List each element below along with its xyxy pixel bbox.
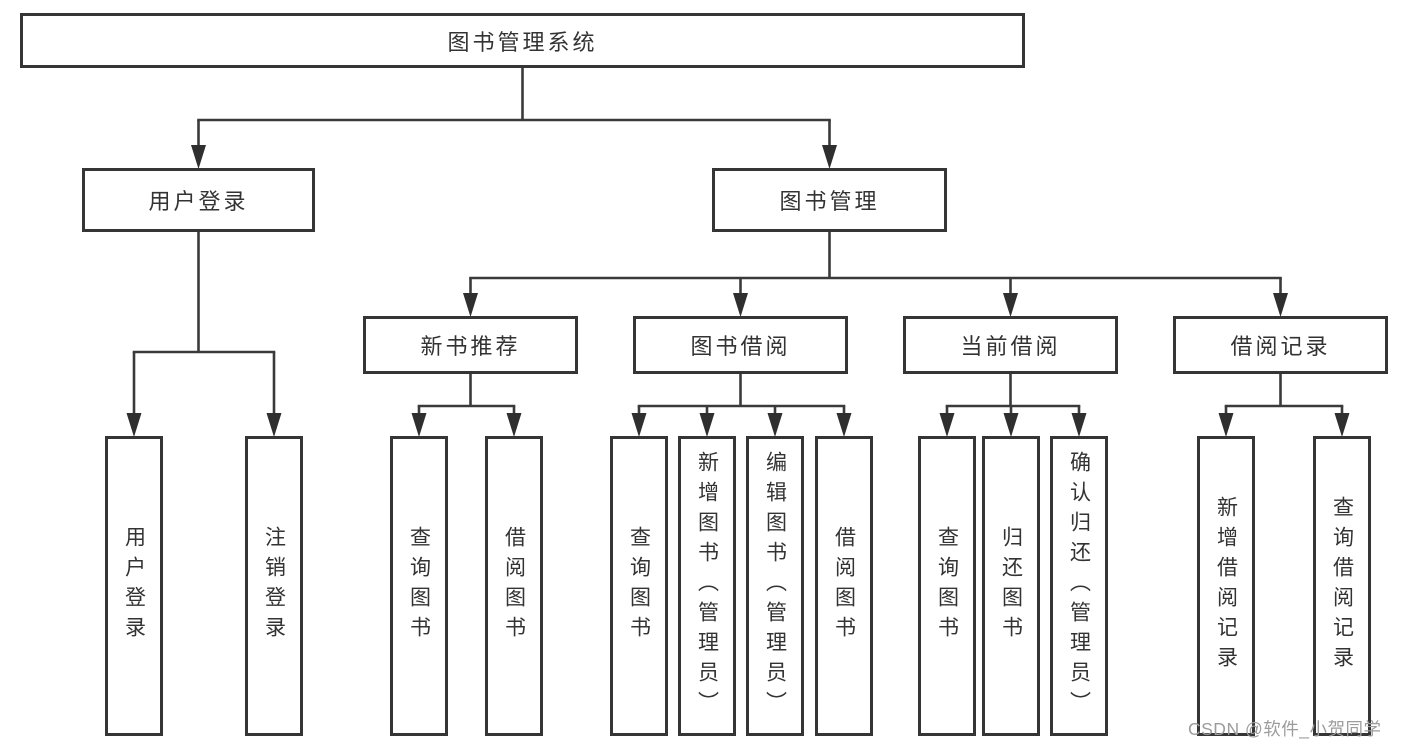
arrowhead-icon (767, 413, 783, 437)
node-rec-label: 新书推荐 (420, 334, 521, 359)
node-rec-borrow: 借阅图书 (485, 436, 543, 736)
node-current-query: 查询图书 (918, 436, 976, 736)
arrowhead-icon (699, 413, 715, 437)
arrowhead-icon (506, 413, 522, 437)
node-borrow: 图书借阅 (633, 316, 848, 374)
node-borrow-query-label: 查询图书 (627, 526, 651, 646)
node-records-add-label: 新增借阅记录 (1214, 496, 1238, 676)
arrowhead-icon (126, 413, 142, 437)
node-rec-query-label: 查询图书 (407, 526, 431, 646)
node-current-return: 归还图书 (982, 436, 1040, 736)
node-rec-query: 查询图书 (390, 436, 448, 736)
node-records-label: 借阅记录 (1230, 334, 1331, 359)
arrowhead-icon (411, 413, 427, 437)
node-current-confirm: 确认归还（管理员） (1050, 436, 1108, 736)
node-login: 用户登录 (82, 168, 315, 232)
node-borrow-edit-label: 编辑图书（管理员） (763, 451, 787, 721)
node-login-logout: 注销登录 (245, 436, 303, 736)
arrowhead-icon (631, 413, 647, 437)
node-root-label: 图书管理系统 (447, 29, 598, 55)
node-rec-borrow-label: 借阅图书 (502, 526, 526, 646)
node-borrow-borrow: 借阅图书 (815, 436, 873, 736)
node-borrow-add: 新增图书（管理员） (678, 436, 736, 736)
node-login-label: 用户登录 (148, 189, 249, 214)
node-login-logout-label: 注销登录 (262, 526, 286, 646)
arrowhead-icon (463, 293, 478, 317)
arrowhead-icon (1334, 413, 1350, 437)
arrowhead-icon (1003, 293, 1018, 317)
node-current-query-label: 查询图书 (935, 526, 959, 646)
node-borrow-borrow-label: 借阅图书 (832, 526, 856, 646)
node-root: 图书管理系统 (20, 13, 1025, 68)
arrowhead-icon (822, 145, 837, 169)
node-borrow-label: 图书借阅 (690, 334, 791, 359)
arrowhead-icon (939, 413, 955, 437)
node-current: 当前借阅 (903, 316, 1118, 374)
node-records-add: 新增借阅记录 (1197, 436, 1255, 736)
arrowhead-icon (733, 293, 748, 317)
node-login-user: 用户登录 (105, 436, 163, 736)
arrowhead-icon (191, 145, 206, 169)
node-mgmt: 图书管理 (712, 168, 947, 232)
arrowhead-icon (1273, 293, 1288, 317)
node-current-label: 当前借阅 (960, 334, 1061, 359)
arrowhead-icon (266, 413, 282, 437)
node-borrow-edit: 编辑图书（管理员） (746, 436, 804, 736)
node-records-query: 查询借阅记录 (1313, 436, 1371, 736)
node-login-user-label: 用户登录 (122, 526, 146, 646)
arrowhead-icon (1218, 413, 1234, 437)
node-borrow-query: 查询图书 (610, 436, 668, 736)
arrowhead-icon (836, 413, 852, 437)
arrowhead-icon (1071, 413, 1087, 437)
node-records-query-label: 查询借阅记录 (1330, 496, 1354, 676)
arrowhead-icon (1003, 413, 1019, 437)
node-current-return-label: 归还图书 (999, 526, 1023, 646)
node-records: 借阅记录 (1173, 316, 1388, 374)
node-current-confirm-label: 确认归还（管理员） (1067, 451, 1091, 721)
node-rec: 新书推荐 (363, 316, 578, 374)
watermark: CSDN @软件_小贺同学 (1188, 719, 1382, 739)
node-mgmt-label: 图书管理 (779, 189, 880, 214)
node-borrow-add-label: 新增图书（管理员） (695, 451, 719, 721)
